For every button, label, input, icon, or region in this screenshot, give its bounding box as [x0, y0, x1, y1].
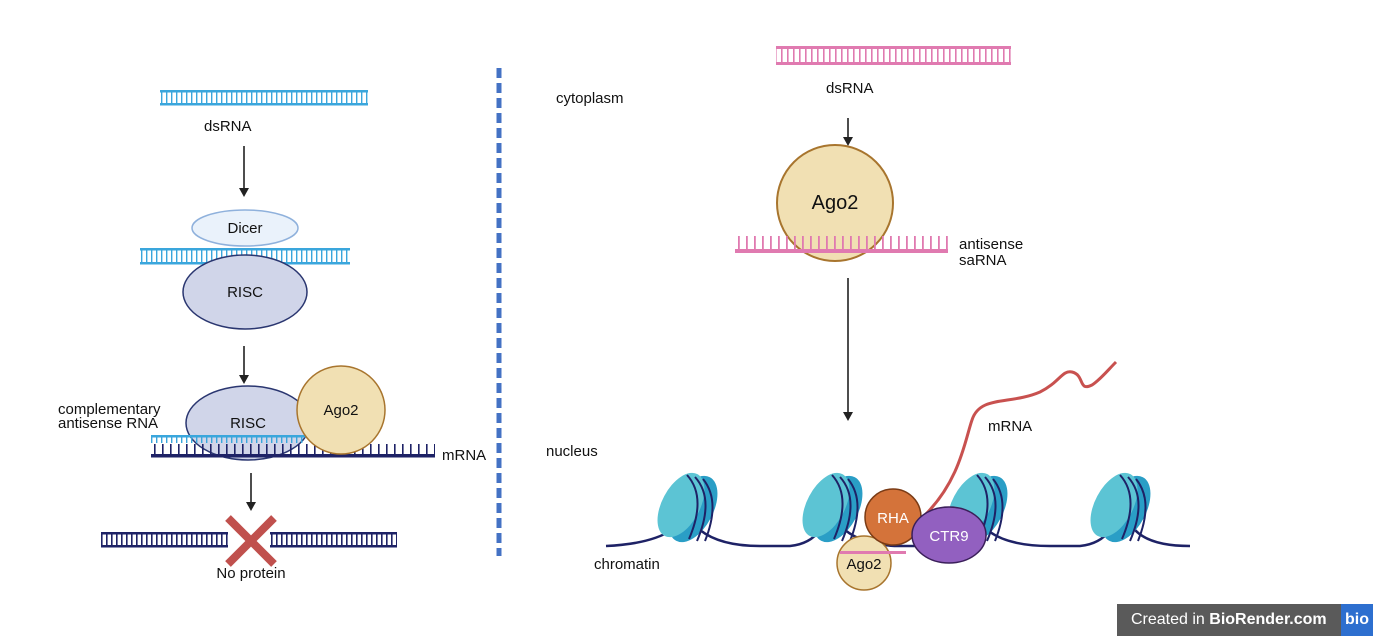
ago2-shape-left [296, 365, 386, 455]
chromatin-label: chromatin [594, 556, 660, 573]
complementary-label-2: antisense RNA [58, 415, 158, 432]
left-dsrna-label: dsRNA [204, 118, 252, 135]
right-mrna-label: mRNA [988, 418, 1032, 435]
left-mrna-label: mRNA [442, 447, 486, 464]
risc-shape-1 [182, 254, 308, 330]
badge-prefix: Created in [1131, 611, 1210, 628]
right-dsrna-label: dsRNA [826, 80, 874, 97]
complementary-label-1: complementary [58, 401, 161, 418]
nucleus-label: nucleus [546, 443, 598, 460]
ago2-label-right: Ago2 [812, 192, 859, 214]
ago2-shape-small [836, 535, 892, 591]
nucleosome [657, 472, 718, 543]
left-mrna-strand [151, 444, 435, 458]
rha-label: RHA [877, 510, 909, 527]
ago2-label-small: Ago2 [846, 556, 881, 573]
risc-label-2: RISC [230, 415, 266, 432]
left-dsrna-strand [160, 90, 368, 106]
risc-label-1: RISC [227, 284, 263, 301]
biorender-logo-icon: bio [1341, 604, 1373, 636]
ctr9-shape [911, 506, 987, 564]
arrow-2 [239, 346, 249, 384]
badge-brand: BioRender.com [1209, 611, 1327, 628]
antisense-label-1: antisense [959, 236, 1023, 253]
nucleosome [802, 472, 863, 543]
complementary-antisense-rna-strand [151, 435, 306, 443]
nucleosome [1090, 472, 1151, 543]
arrow-1 [239, 146, 249, 197]
right-dsrna-strand [776, 46, 1011, 65]
bound-sarna-strand [840, 551, 906, 554]
badge-text: Created in BioRender.com [1117, 611, 1341, 629]
cytoplasm-label: cytoplasm [556, 90, 624, 107]
arrow-5 [843, 278, 853, 421]
biorender-badge[interactable]: Created in BioRender.com bio [1117, 604, 1373, 636]
nascent-mrna-strand [923, 360, 1118, 517]
arrow-3 [246, 473, 256, 511]
no-protein-label: No protein [216, 565, 285, 582]
antisense-label-2: saRNA [959, 252, 1007, 269]
dicer-shape [191, 209, 299, 247]
dicer-label: Dicer [227, 220, 262, 237]
x-cross-icon [225, 515, 277, 567]
ago2-shape-right [776, 144, 894, 262]
ago2-label-left: Ago2 [323, 402, 358, 419]
antisense-sarna-strand [735, 236, 948, 253]
arrow-4 [843, 118, 853, 146]
degraded-mrna-strand [101, 532, 397, 548]
ctr9-label: CTR9 [929, 528, 968, 545]
